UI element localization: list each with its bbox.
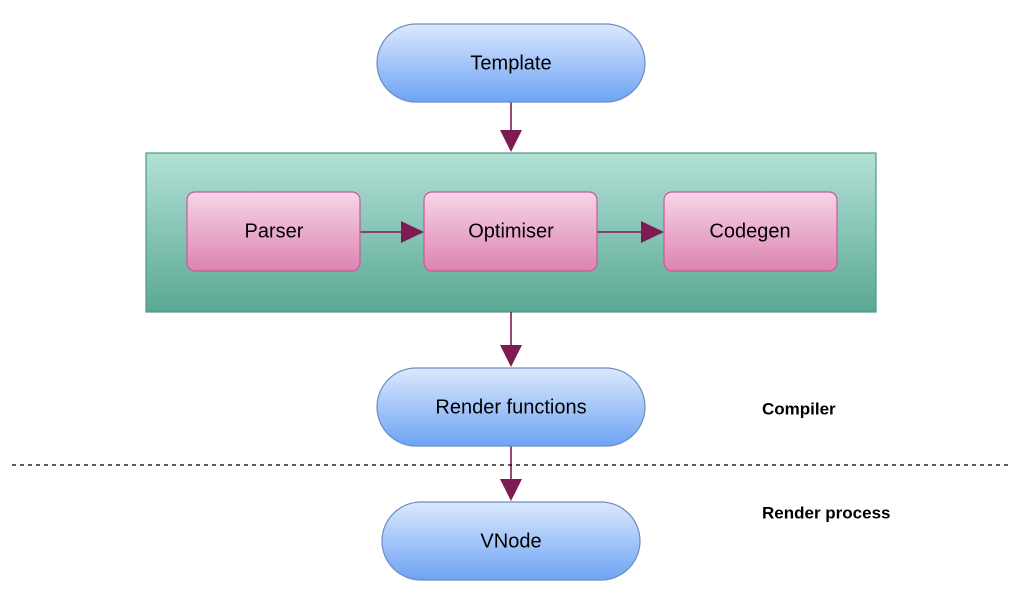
codegen-node-shape — [663, 191, 838, 272]
vnode-node-shape — [381, 501, 641, 581]
codegen-node-label: Codegen — [709, 220, 790, 242]
template-node-label: Template — [470, 52, 551, 74]
vnode-node-label: VNode — [480, 530, 541, 552]
compiler-stage-label: Compiler — [762, 399, 836, 418]
optimiser-node-label: Optimiser — [468, 220, 554, 242]
render-functions-node-label: Render functions — [435, 396, 586, 418]
arrowhead-compiler-to-render-functions — [500, 345, 522, 367]
render-functions-node: Render functions — [376, 367, 646, 447]
arrowhead-template-to-compiler — [500, 130, 522, 152]
render-functions-node-shape — [376, 367, 646, 447]
render-process-stage-label: Render process — [762, 503, 891, 522]
vnode-node: VNode — [381, 501, 641, 581]
codegen-node: Codegen — [663, 191, 838, 272]
optimiser-node: Optimiser — [423, 191, 598, 272]
parser-node: Parser — [186, 191, 361, 272]
parser-node-shape — [186, 191, 361, 272]
connectors — [360, 102, 664, 501]
template-node-shape — [376, 23, 646, 103]
optimiser-node-shape — [423, 191, 598, 272]
template-node: Template — [376, 23, 646, 103]
parser-node-label: Parser — [245, 220, 304, 242]
arrowhead-optimiser-to-codegen — [641, 221, 664, 243]
arrowhead-render-functions-to-vnode — [500, 479, 522, 501]
arrowhead-parser-to-optimiser — [401, 221, 424, 243]
